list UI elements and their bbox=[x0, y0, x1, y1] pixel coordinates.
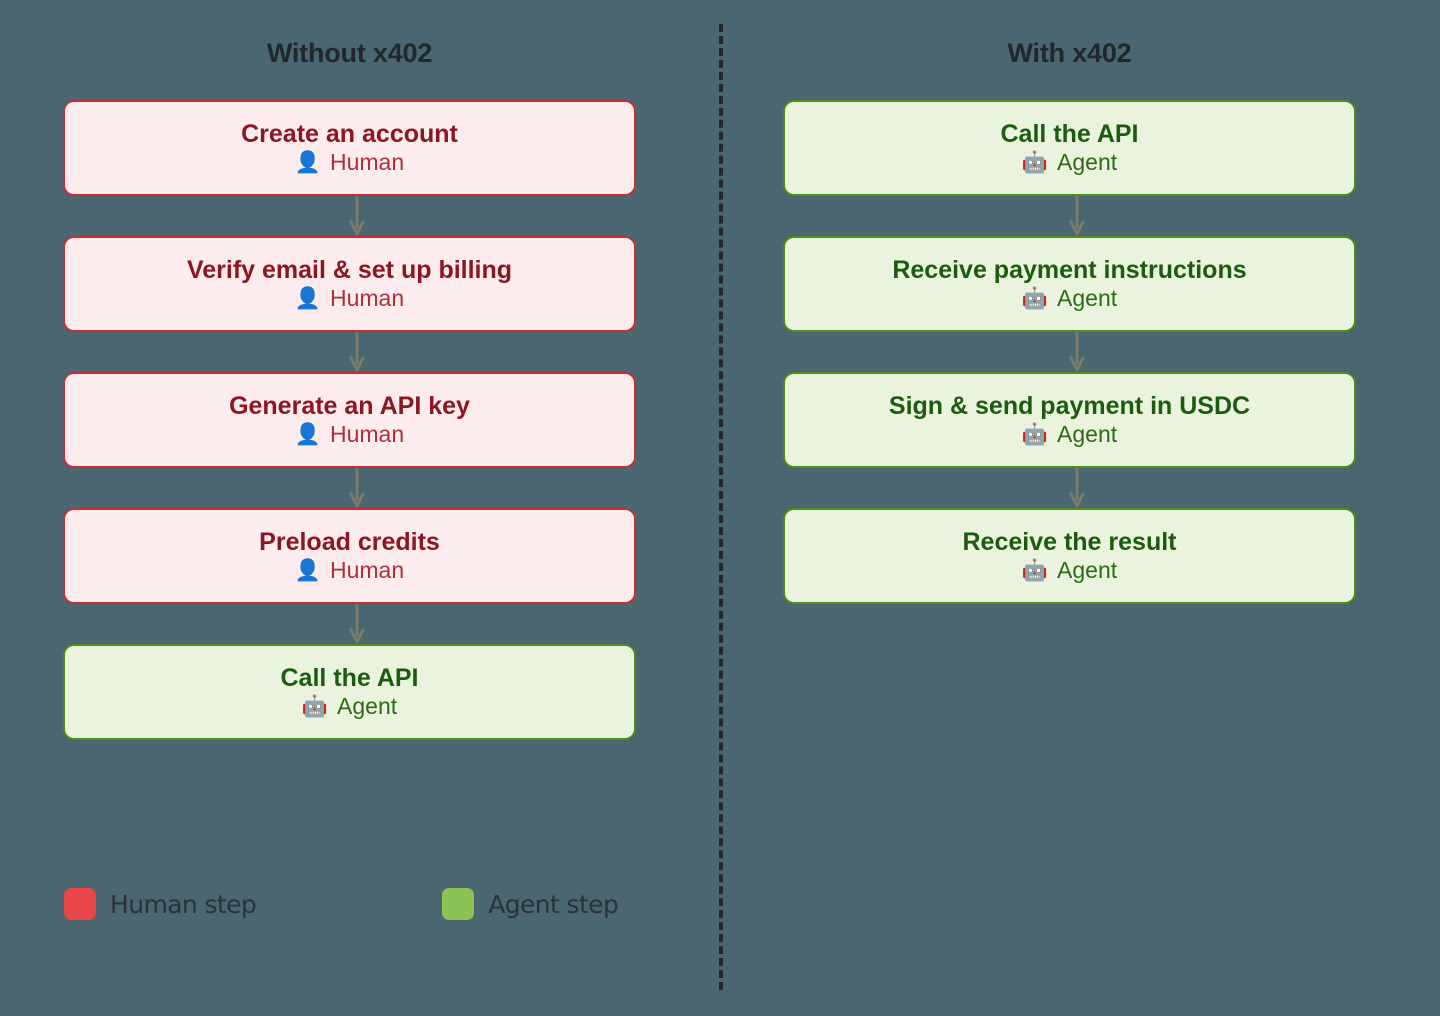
legend: Human step Agent step bbox=[64, 888, 619, 920]
flow-node-title: Receive payment instructions bbox=[892, 256, 1247, 285]
flow-node-actor-label: Human bbox=[330, 149, 405, 176]
flow-node-actor: 🤖 Agent bbox=[1021, 421, 1118, 448]
flow-node-actor: 👤 Human bbox=[294, 421, 405, 448]
flow-node-actor-label: Agent bbox=[1057, 557, 1118, 584]
flow-node-title: Receive the result bbox=[962, 528, 1177, 557]
connector-arrow bbox=[1069, 196, 1085, 236]
legend-label-agent: Agent step bbox=[488, 889, 619, 919]
flow-node-actor-label: Agent bbox=[337, 693, 398, 720]
flow-node-actor: 👤 Human bbox=[294, 285, 405, 312]
flow-node-actor-label: Human bbox=[330, 285, 405, 312]
robot-icon: 🤖 bbox=[1021, 423, 1049, 447]
connector-arrow bbox=[349, 604, 365, 644]
human-icon: 👤 bbox=[294, 559, 321, 583]
legend-item-agent-step: Agent step bbox=[442, 888, 619, 920]
flow-node-actor-label: Human bbox=[330, 557, 405, 584]
legend-item-human-step: Human step bbox=[64, 888, 257, 920]
connector-arrow bbox=[349, 196, 365, 236]
flow-node-preload-credits[interactable]: Preload credits 👤 Human bbox=[63, 508, 636, 604]
flow-node-actor: 👤 Human bbox=[294, 149, 405, 176]
connector-arrow bbox=[1069, 332, 1085, 372]
flow-node-actor: 👤 Human bbox=[294, 557, 405, 584]
flow-node-title: Call the API bbox=[1000, 120, 1139, 149]
column-divider bbox=[719, 24, 723, 990]
flow-node-title: Call the API bbox=[280, 664, 419, 693]
flow-node-create-an-account[interactable]: Create an account 👤 Human bbox=[63, 100, 636, 196]
flow-node-title: Sign & send payment in USDC bbox=[888, 392, 1251, 421]
robot-icon: 🤖 bbox=[1021, 287, 1049, 311]
flow-node-verify-email-set-up-billing[interactable]: Verify email & set up billing 👤 Human bbox=[63, 236, 636, 332]
robot-icon: 🤖 bbox=[1021, 559, 1049, 583]
flow-node-actor: 🤖 Agent bbox=[1021, 149, 1118, 176]
legend-label-human: Human step bbox=[110, 889, 257, 919]
connector-arrow bbox=[349, 468, 365, 508]
flow-node-title: Generate an API key bbox=[229, 392, 470, 421]
flow-node-call-the-api[interactable]: Call the API 🤖 Agent bbox=[783, 100, 1356, 196]
flow-node-actor-label: Agent bbox=[1057, 149, 1118, 176]
flow-node-actor: 🤖 Agent bbox=[1021, 285, 1118, 312]
flow-node-generate-an-api-key[interactable]: Generate an API key 👤 Human bbox=[63, 372, 636, 468]
connector-arrow bbox=[1069, 468, 1085, 508]
legend-swatch-human bbox=[64, 888, 96, 920]
legend-swatch-agent bbox=[442, 888, 475, 920]
flow-node-sign-send-payment-in-usdc[interactable]: Sign & send payment in USDC 🤖 Agent bbox=[783, 372, 1356, 468]
flow-node-title: Preload credits bbox=[259, 528, 440, 557]
flow-node-actor-label: Human bbox=[330, 421, 405, 448]
flow-node-receive-the-result[interactable]: Receive the result 🤖 Agent bbox=[783, 508, 1356, 604]
column-title-without-x402: Without x402 bbox=[266, 38, 433, 68]
column-title-with-x402: With x402 bbox=[1007, 38, 1132, 68]
flow-node-actor: 🤖 Agent bbox=[301, 693, 398, 720]
robot-icon: 🤖 bbox=[1021, 151, 1049, 175]
flow-node-receive-payment-instructions[interactable]: Receive payment instructions 🤖 Agent bbox=[783, 236, 1356, 332]
flow-node-call-the-api[interactable]: Call the API 🤖 Agent bbox=[63, 644, 636, 740]
human-icon: 👤 bbox=[294, 287, 321, 311]
flow-node-title: Verify email & set up billing bbox=[186, 256, 513, 285]
connector-arrow bbox=[349, 332, 365, 372]
flow-node-actor-label: Agent bbox=[1057, 421, 1118, 448]
human-icon: 👤 bbox=[294, 151, 321, 175]
flow-node-actor-label: Agent bbox=[1057, 285, 1118, 312]
flow-node-title: Create an account bbox=[241, 120, 458, 149]
flow-node-actor: 🤖 Agent bbox=[1021, 557, 1118, 584]
human-icon: 👤 bbox=[294, 423, 321, 447]
robot-icon: 🤖 bbox=[301, 695, 329, 719]
